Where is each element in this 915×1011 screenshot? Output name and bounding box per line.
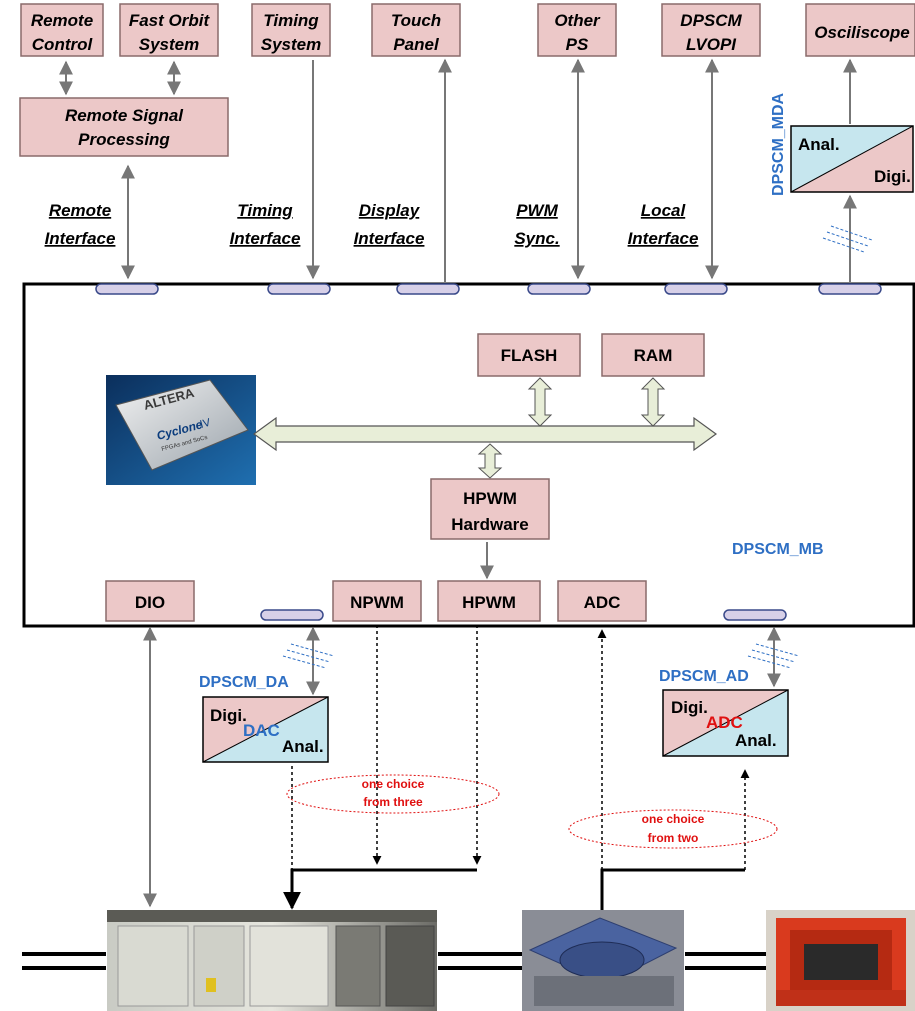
svg-text:Interface: Interface [230, 229, 301, 248]
svg-text:HPWM: HPWM [462, 593, 516, 612]
svg-text:one choice: one choice [362, 777, 425, 791]
adc-merge-line [602, 870, 745, 910]
other-ps-box: Other PS [538, 4, 616, 56]
svg-text:System: System [139, 35, 199, 54]
svg-text:from two: from two [648, 831, 699, 845]
ad-label: DPSCM_AD [659, 668, 749, 685]
flash-box: FLASH [478, 334, 580, 376]
svg-text:Anal.: Anal. [798, 135, 840, 154]
fast-orbit-box: Fast Orbit System [120, 4, 218, 56]
remote-interface-label: Remote Interface [45, 201, 116, 248]
hpwm-box: HPWM [438, 581, 540, 621]
da-converter: Digi. DAC Anal. [203, 697, 328, 762]
mainboard-label: DPSCM_MB [732, 541, 824, 558]
svg-text:ADC: ADC [584, 593, 621, 612]
svg-text:Osciliscope: Osciliscope [814, 23, 909, 42]
mda-label: DPSCM_MDA [770, 92, 787, 196]
svg-text:Sync.: Sync. [514, 229, 559, 248]
remote-signal-processing-box: Remote Signal Processing [20, 98, 228, 156]
remote-control-box: Remote Control [21, 4, 103, 56]
svg-text:from three: from three [363, 795, 423, 809]
svg-text:Processing: Processing [78, 130, 170, 149]
mda-converter: Anal. Digi. [791, 126, 913, 192]
svg-text:Remote Signal: Remote Signal [65, 106, 184, 125]
svg-text:ADC: ADC [706, 713, 743, 732]
svg-text:Fast Orbit: Fast Orbit [129, 11, 211, 30]
svg-text:Interface: Interface [628, 229, 699, 248]
svg-text:DAC: DAC [243, 721, 280, 740]
svg-text:Anal.: Anal. [735, 731, 777, 750]
svg-text:Digi.: Digi. [671, 698, 708, 717]
choice-three-note: one choice from three [287, 775, 499, 813]
pwm-sync-label: PWM Sync. [514, 201, 559, 248]
cyclone-fpga-chip: ALTERA Cyclone IV FPGAs and SoCs [106, 375, 256, 485]
svg-text:RAM: RAM [634, 346, 673, 365]
svg-text:Touch: Touch [391, 11, 441, 30]
osciliscope-box: Osciliscope [806, 4, 915, 56]
svg-text:Interface: Interface [354, 229, 425, 248]
svg-text:Local: Local [641, 201, 687, 220]
svg-text:NPWM: NPWM [350, 593, 404, 612]
svg-text:PWM: PWM [516, 201, 558, 220]
svg-text:Interface: Interface [45, 229, 116, 248]
power-supply-cabinet-image [107, 910, 437, 1011]
adc-box: ADC [558, 581, 646, 621]
timing-interface-label: Timing Interface [230, 201, 301, 248]
touch-panel-box: Touch Panel [372, 4, 460, 56]
svg-text:Control: Control [32, 35, 94, 54]
dpscm-lvopi-box: DPSCM LVOPI [662, 4, 760, 56]
dio-box: DIO [106, 581, 194, 621]
svg-text:Timing: Timing [263, 11, 319, 30]
hpwm-hardware-box: HPWM Hardware [431, 479, 549, 539]
svg-text:Timing: Timing [237, 201, 293, 220]
choice-two-note: one choice from two [569, 810, 777, 848]
cable-icon-da [283, 644, 334, 668]
transformer-image [522, 910, 684, 1011]
svg-text:Remote: Remote [49, 201, 111, 220]
svg-text:LVOPI: LVOPI [686, 35, 737, 54]
svg-text:Digi.: Digi. [874, 167, 911, 186]
svg-text:Anal.: Anal. [282, 737, 324, 756]
ad-converter: Digi. ADC Anal. [663, 690, 788, 756]
svg-text:Panel: Panel [393, 35, 440, 54]
svg-text:DPSCM: DPSCM [680, 11, 742, 30]
svg-text:one choice: one choice [642, 812, 705, 826]
svg-text:Display: Display [359, 201, 421, 220]
svg-text:System: System [261, 35, 321, 54]
display-interface-label: Display Interface [354, 201, 425, 248]
svg-text:Hardware: Hardware [451, 515, 528, 534]
local-interface-label: Local Interface [628, 201, 699, 248]
svg-text:HPWM: HPWM [463, 489, 517, 508]
da-label: DPSCM_DA [199, 674, 289, 691]
ram-box: RAM [602, 334, 704, 376]
timing-system-box: Timing System [252, 4, 330, 56]
magnet-image [766, 910, 915, 1011]
pwm-merge-line [292, 870, 477, 874]
npwm-box: NPWM [333, 581, 421, 621]
cable-icon-mda [823, 226, 872, 252]
svg-text:FLASH: FLASH [501, 346, 558, 365]
svg-text:PS: PS [566, 35, 589, 54]
svg-text:DIO: DIO [135, 593, 165, 612]
svg-text:Other: Other [554, 11, 601, 30]
svg-text:Digi.: Digi. [210, 706, 247, 725]
svg-text:Remote: Remote [31, 11, 93, 30]
